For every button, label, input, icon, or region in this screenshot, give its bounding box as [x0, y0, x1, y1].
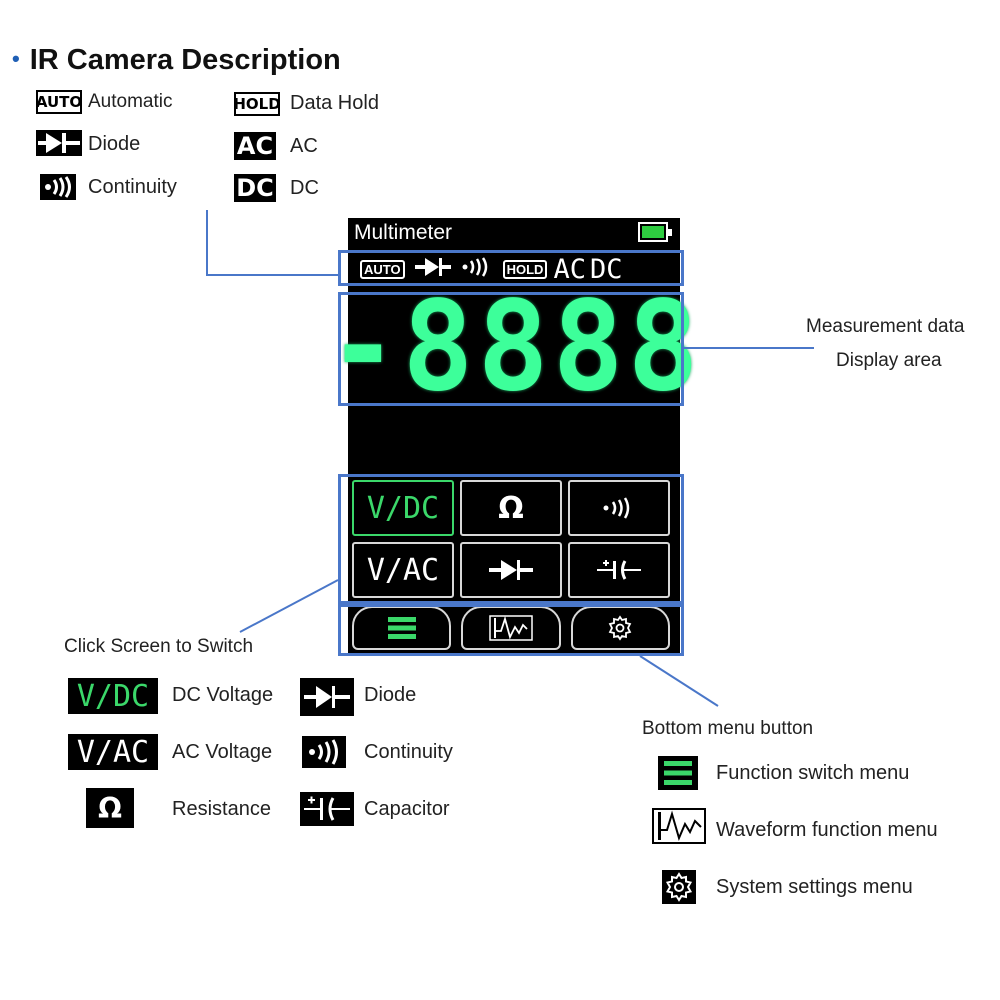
ac-indicator: AC [553, 253, 586, 285]
display-highlight [338, 292, 684, 406]
callout-display-area: Display area [836, 350, 942, 371]
bullet-icon: • [12, 46, 20, 71]
settings-tab[interactable] [570, 606, 670, 650]
diode-icon [300, 678, 354, 716]
legend-ac: AC [290, 135, 318, 157]
device-title: Multimeter [354, 221, 453, 244]
diode-icon [36, 130, 82, 156]
capacitor-icon [300, 792, 354, 826]
menu-icon [658, 756, 698, 790]
multimeter-screen [348, 218, 680, 654]
function-grid-highlight [338, 474, 684, 604]
auto-icon: AUTO [36, 90, 82, 114]
legend-resistance: Resistance [172, 798, 271, 820]
connector-line [206, 210, 208, 276]
battery-icon [638, 222, 672, 242]
menu-icon [387, 617, 416, 639]
gear-icon [609, 615, 632, 641]
bottom-menu-highlight [338, 604, 684, 656]
legend-function-switch: Function switch menu [716, 762, 910, 784]
page-title: •IR Camera Description [12, 44, 341, 76]
status-bar: AUTO HOLD AC DC [348, 252, 680, 286]
legend-data-hold: Data Hold [290, 92, 379, 114]
waveform-icon [489, 615, 533, 641]
callout-bottom-menu: Bottom menu button [642, 718, 814, 739]
gear-icon [662, 870, 696, 904]
ac-icon: AC [234, 132, 276, 160]
status-bar-highlight [338, 250, 684, 286]
legend-diode: Diode [88, 133, 141, 155]
legend-diode-function: Diode [364, 684, 417, 706]
continuity-icon [461, 256, 491, 282]
legend-ac-voltage: AC Voltage [172, 741, 273, 763]
function-switch-tab[interactable] [352, 606, 452, 650]
function-vac-button[interactable]: V/AC [352, 542, 454, 598]
legend-continuity: Continuity [88, 176, 177, 198]
legend-dc: DC [290, 177, 319, 199]
vac-icon: V/AC [68, 734, 158, 770]
vdc-icon: V/DC [68, 678, 158, 714]
continuity-icon [40, 174, 76, 200]
legend-continuity-function: Continuity [364, 741, 453, 763]
auto-icon: AUTO [360, 259, 405, 279]
legend-capacitor: Capacitor [364, 798, 450, 820]
connector-line [206, 274, 338, 276]
function-continuity-button[interactable] [568, 480, 670, 536]
waveform-tab[interactable] [461, 606, 561, 650]
legend-dc-voltage: DC Voltage [172, 684, 274, 706]
diode-icon [414, 257, 451, 282]
function-diode-button[interactable] [460, 542, 562, 598]
legend-waveform: Waveform function menu [716, 819, 938, 841]
hold-icon: HOLD [502, 259, 548, 279]
reading-display: -8888 [327, 273, 703, 419]
legend-automatic: Automatic [88, 91, 173, 112]
continuity-icon [603, 497, 630, 519]
legend-settings: System settings menu [716, 876, 913, 898]
dc-icon: DC [234, 174, 276, 202]
dc-indicator: DC [589, 253, 623, 285]
function-grid: V/DC Ω V/AC [352, 480, 670, 598]
hold-icon: HOLD [233, 92, 281, 116]
callout-measurement: Measurement data [806, 316, 965, 337]
connector-line [684, 347, 814, 349]
bottom-menu [352, 606, 670, 650]
function-vdc-button[interactable]: V/DC [352, 480, 454, 536]
function-capacitor-button[interactable] [568, 542, 670, 598]
capacitor-icon [597, 560, 641, 580]
waveform-icon [652, 808, 706, 844]
function-resistance-button[interactable]: Ω [460, 480, 562, 536]
diode-icon [489, 560, 533, 580]
callout-click-switch: Click Screen to Switch [64, 636, 254, 657]
continuity-icon [302, 736, 346, 768]
ohm-icon: Ω [86, 788, 134, 828]
